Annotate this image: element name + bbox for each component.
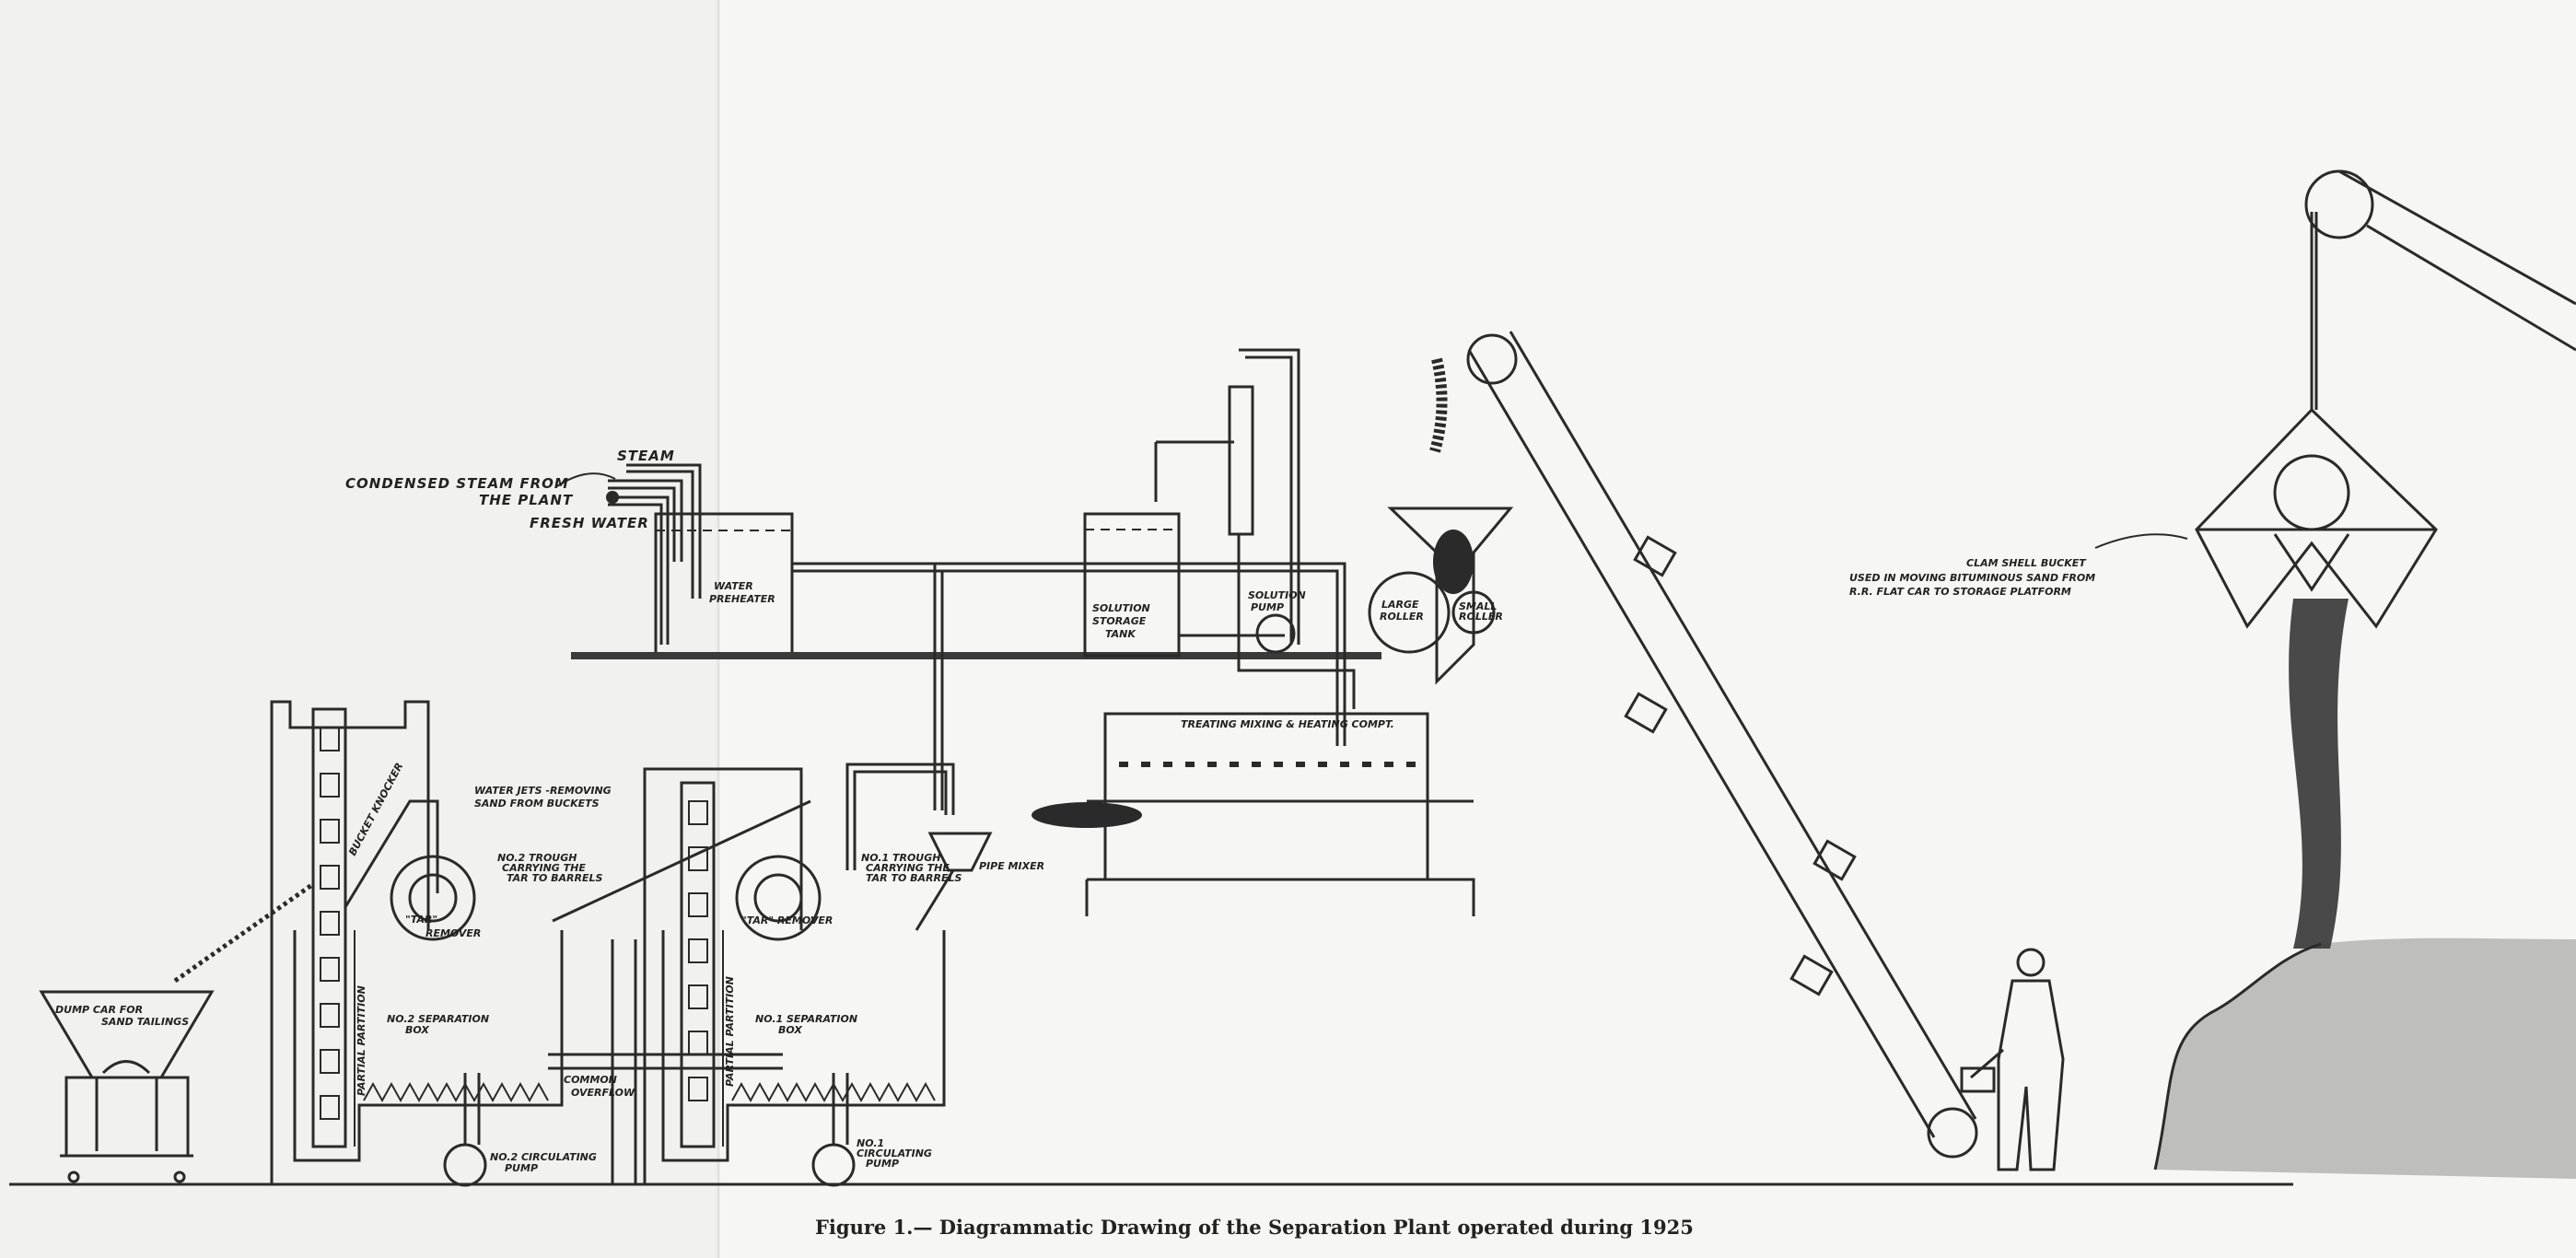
label-pump-1: NO.1 [857,1137,884,1149]
small-roller [1451,590,1496,635]
label-partial-partition-1: PARTIAL PARTITION [724,976,736,1087]
arrow-clam-shell [2094,533,2188,549]
no2-separation-box [293,930,564,1162]
figure-caption: Figure 1.— Diagrammatic Drawing of the S… [815,1216,1694,1239]
label-solution-storage-3: TANK [1105,628,1136,640]
no1-tar-remover [735,855,822,941]
label-common-overflow: COMMON [564,1074,617,1086]
label-pipe-mixer: PIPE MIXER [979,860,1044,872]
paper-panel-left [0,0,718,1258]
sand-tailings-chute [173,881,315,984]
pipe-down-to-mixer [933,564,944,810]
dump-car [39,990,215,1183]
label-water-jets-2: SAND FROM BUCKETS [474,798,600,810]
solution-pipe [792,562,1346,746]
label-fresh-water: FRESH WATER [530,515,649,531]
label-large-roller-2: ROLLER [1380,611,1424,623]
platform [571,652,1381,659]
label-trough2: NO.2 TROUGH [497,852,577,864]
label-pump-1c: PUMP [866,1158,899,1170]
label-trough2-3: TAR TO BARRELS [507,872,603,884]
clam-shell-bucket [2195,407,2438,629]
inlet-pipes [606,463,702,645]
large-roller [1368,571,1451,654]
label-steam: STEAM [617,448,675,464]
common-overflow-pipe [548,939,783,1183]
label-sep-box-1: NO.1 SEPARATION [755,1013,857,1025]
no2-elevator [270,700,439,1183]
worker-figure [1960,948,2065,1171]
label-large-roller: LARGE [1381,599,1419,611]
sand-stream [2289,599,2349,949]
label-solution-storage-2: STORAGE [1092,615,1147,627]
treating-compartment [1032,712,1475,916]
solution-pump [1154,348,1356,709]
label-trough1: NO.1 TROUGH [861,852,940,864]
label-tar-remover-2: "TAR" [405,914,437,926]
label-solution-storage: SOLUTION [1092,602,1150,614]
solution-storage-tank [1083,512,1181,658]
label-treating-compartment: TREATING MIXING & HEATING COMPT. [1181,718,1394,730]
no1-circulating-pump [811,1143,856,1187]
arrow-condensed [556,472,616,487]
label-sep-box-1b: BOX [778,1024,802,1036]
sand-pile [2155,938,2576,1179]
label-pump-2: NO.2 CIRCULATING [490,1151,597,1163]
inclined-conveyor [1466,331,1978,1159]
label-dump-car-2: SAND TAILINGS [101,1016,189,1028]
label-clam-shell: CLAM SHELL BUCKET [1966,557,2087,569]
label-partial-partition-2: PARTIAL PARTITION [356,985,367,1096]
label-small-roller: SMALL [1459,600,1497,612]
label-tar-remover-2b: REMOVER [425,927,481,939]
label-sep-box-2: NO.2 SEPARATION [387,1013,489,1025]
label-solution-pump: SOLUTION [1248,589,1306,601]
label-sep-box-2b: BOX [405,1024,429,1036]
sand-in-hopper [1433,530,1474,594]
label-small-roller-2: ROLLER [1459,611,1503,623]
label-tar-remover-1: "TAR" REMOVER [741,914,833,926]
label-pump-2b: PUMP [505,1162,538,1174]
crane [2304,169,2576,410]
label-water-preheater: WATER [714,580,753,592]
no1-elevator [552,767,811,1183]
label-pump-1b: CIRCULATING [857,1147,932,1159]
label-water-jets: WATER JETS -REMOVING [474,785,612,797]
no2-tar-remover [390,855,476,941]
label-dump-car: DUMP CAR FOR [55,1004,143,1016]
label-clam-shell-3: R.R. FLAT CAR TO STORAGE PLATFORM [1849,586,2071,598]
label-clam-shell-2: USED IN MOVING BITUMINOUS SAND FROM [1849,572,2095,584]
label-trough1-3: TAR TO BARRELS [866,872,962,884]
mixer-feed-pipe [845,763,955,870]
label-common-overflow-2: OVERFLOW [571,1087,635,1099]
label-trough1-2: CARRYING THE [866,862,950,874]
pipe-mixer [927,832,993,872]
label-condensed-steam: CONDENSED STEAM FROM [345,475,569,492]
label-trough2-2: CARRYING THE [502,862,586,874]
label-water-preheater-2: PREHEATER [709,593,775,605]
label-condensed-steam-2: THE PLANT [479,492,574,508]
sand-falling-conveyor [1429,357,1448,453]
label-solution-pump-2: PUMP [1251,601,1284,613]
